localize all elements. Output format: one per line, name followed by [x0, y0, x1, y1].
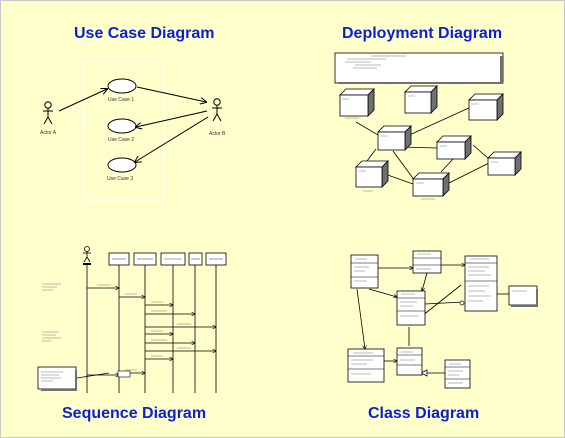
- sequence-diagram: [37, 246, 227, 393]
- actor-b-figure: [212, 98, 222, 122]
- message-labels: [97, 284, 191, 371]
- actor-a-label: Actor A: [40, 130, 57, 136]
- use-case-3-ellipse: [107, 157, 137, 173]
- actor-a-figure: [43, 101, 53, 125]
- system-boundary: [82, 58, 166, 202]
- use-case-3-label: Use Case 3: [107, 176, 133, 182]
- association-uc1-b: [136, 86, 206, 102]
- association-b-uc3: [135, 116, 209, 162]
- node-2: [404, 85, 438, 114]
- actor-b-label: Actor B: [209, 131, 226, 137]
- sequence-note: [37, 366, 110, 391]
- node-6: [487, 151, 522, 176]
- use-case-diagram: Actor A Actor B Use Case 1 Use Case 2 Us…: [40, 58, 226, 202]
- use-case-diagram-title: Use Case Diagram: [74, 25, 215, 42]
- use-case-1-ellipse: [107, 78, 137, 94]
- sequence-actor: [83, 246, 91, 263]
- sequence-diagram-title: Sequence Diagram: [62, 405, 207, 422]
- node-1: [339, 88, 375, 119]
- class-box-7: [444, 359, 471, 389]
- class-box-6: [396, 347, 423, 376]
- node-8: [412, 172, 450, 200]
- use-case-1-label: Use Case 1: [108, 97, 134, 103]
- class-box-2: [412, 250, 442, 274]
- association-b-uc2: [136, 110, 208, 127]
- class-box-5: [347, 348, 385, 383]
- class-diagram-title: Class Diagram: [368, 405, 480, 422]
- class-box-4: [396, 290, 426, 326]
- use-case-2-label: Use Case 2: [108, 137, 134, 143]
- association-a-uc1: [58, 89, 107, 112]
- sequence-annotations: [42, 283, 61, 342]
- deployment-diagram-title: Deployment Diagram: [342, 25, 503, 42]
- deployment-note: [334, 52, 504, 84]
- messages: [87, 288, 216, 375]
- node-7: [355, 160, 389, 192]
- activation-box: [117, 370, 131, 378]
- class-note: [508, 285, 538, 307]
- deployment-diagram: [334, 52, 522, 200]
- aggregation-end-2: [459, 300, 465, 306]
- node-5: [436, 135, 472, 160]
- class-relations: [356, 265, 509, 374]
- class-diagram: [347, 250, 538, 389]
- actor-underline: [83, 263, 91, 265]
- generalization-end: [420, 369, 428, 377]
- lifeline-heads: [108, 252, 227, 266]
- class-box-1: [350, 254, 379, 289]
- node-3: [468, 93, 504, 121]
- node-4: [377, 125, 412, 151]
- class-box-3: [464, 255, 498, 312]
- use-case-2-ellipse: [107, 118, 137, 134]
